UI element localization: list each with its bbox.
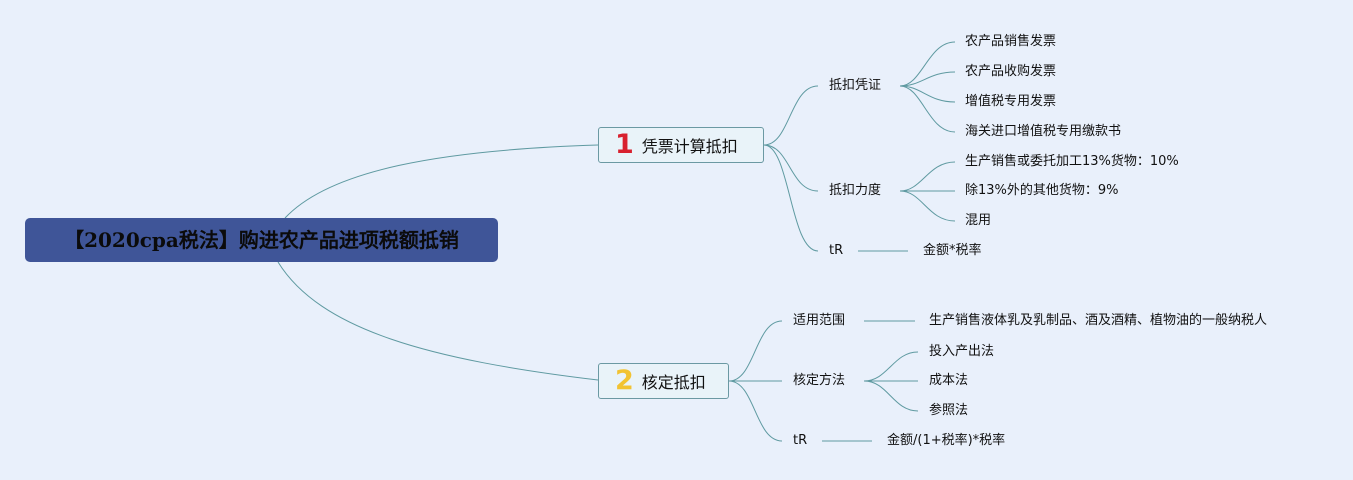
connector-root-branch-1 [284,144,599,219]
connector-branch-1-sub-1 [763,85,819,146]
leaf-topic[interactable]: 参照法 [929,403,969,418]
connector-sub-2-2-leaf-1 [863,351,919,382]
subtopic-deduction-rate[interactable]: 抵扣力度 [829,183,882,198]
number-1-badge-icon: 1 [615,129,634,160]
number-2-badge-icon: 2 [615,365,634,396]
connector-sub-1-1-leaf-4 [899,85,956,133]
subtopic-tr[interactable]: tR [793,433,808,448]
leaf-topic[interactable]: 海关进口增值税专用缴款书 [965,124,1122,139]
connector-sub-1-1-leaf-1 [899,41,956,87]
connector-sub-1-1-leaf-2 [899,71,956,87]
leaf-topic[interactable]: 成本法 [929,373,969,388]
connector-branch-1-sub-2 [763,144,819,192]
branch-invoice-deduction[interactable]: 1 凭票计算抵扣 [598,127,764,163]
connector-root-branch-2 [277,261,599,381]
branch-label: 核定抵扣 [641,373,706,392]
leaf-topic[interactable]: 农产品收购发票 [965,64,1057,79]
connector-branch-2-sub-3 [728,380,783,442]
connector-sub-1-2-leaf-1 [899,161,956,192]
root-topic[interactable]: 【2020cpa税法】购进农产品进项税额抵销 [25,218,498,262]
leaf-topic[interactable]: 混用 [965,213,992,228]
subtopic-method[interactable]: 核定方法 [793,373,846,388]
leaf-topic[interactable]: 金额/(1+税率)*税率 [887,433,1006,448]
subtopic-tr[interactable]: tR [829,243,844,258]
leaf-topic[interactable]: 增值税专用发票 [965,94,1057,109]
leaf-topic[interactable]: 金额*税率 [923,243,982,258]
leaf-topic[interactable]: 投入产出法 [929,344,995,359]
leaf-topic[interactable]: 生产销售液体乳及乳制品、酒及酒精、植物油的一般纳税人 [929,313,1268,328]
subtopic-deduction-voucher[interactable]: 抵扣凭证 [829,78,882,93]
subtopic-scope[interactable]: 适用范围 [793,313,846,328]
leaf-topic[interactable]: 农产品销售发票 [965,34,1057,49]
branch-verified-deduction[interactable]: 2 核定抵扣 [598,363,729,399]
connector-branch-1-sub-3 [763,144,819,252]
leaf-topic[interactable]: 生产销售或委托加工13%货物：10% [965,154,1179,169]
connector-sub-1-1-leaf-3 [899,85,956,103]
connector-sub-2-2-leaf-3 [863,380,919,412]
branch-label: 凭票计算抵扣 [641,137,738,156]
connector-branch-2-sub-1 [728,320,783,382]
connector-sub-1-2-leaf-3 [899,190,956,222]
leaf-topic[interactable]: 除13%外的其他货物：9% [965,183,1119,198]
